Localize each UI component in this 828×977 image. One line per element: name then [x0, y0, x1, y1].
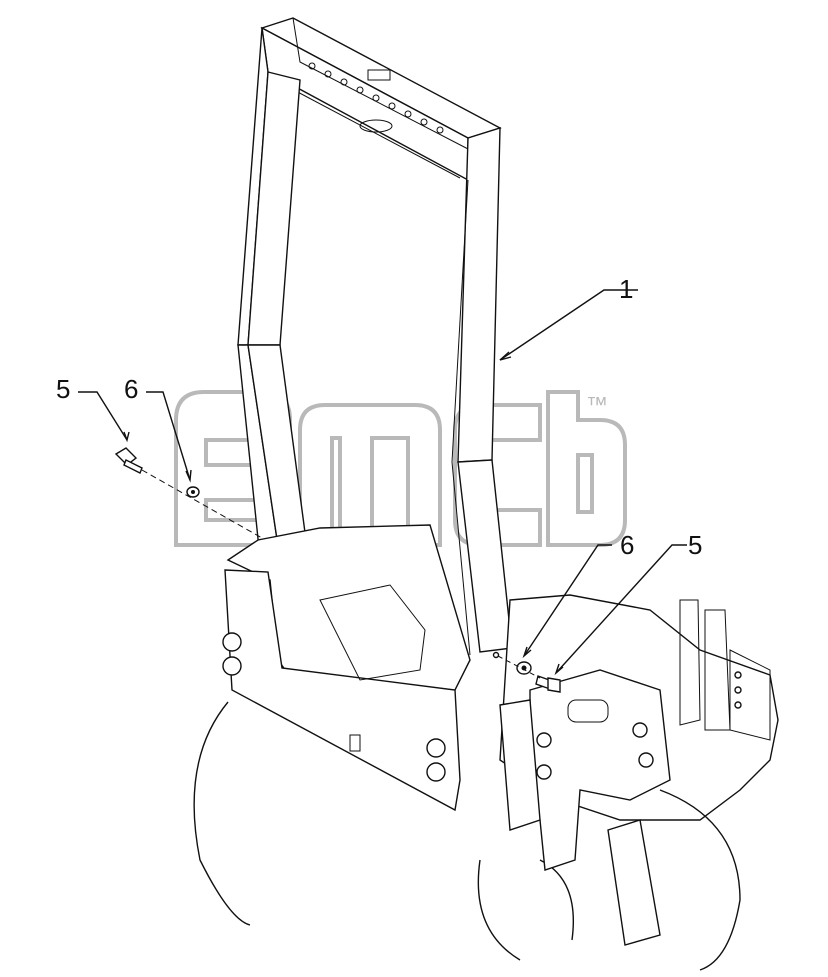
callout-1: 1 [619, 274, 633, 304]
bolt-right [535, 675, 561, 693]
bolt-left [114, 447, 143, 474]
watermark-logo: ™ [174, 390, 627, 547]
callout-6-right: 6 [620, 530, 634, 560]
washer-right [516, 661, 532, 675]
callout-5-left: 5 [56, 374, 70, 404]
trademark-symbol: ™ [586, 392, 608, 417]
drum [193, 701, 741, 971]
assembly-line-right [497, 655, 541, 679]
front-bracket [499, 669, 671, 946]
rollover-frame [237, 17, 513, 661]
assembly-line-left [141, 469, 263, 539]
callout-6-left: 6 [124, 374, 138, 404]
crossbar-holes [308, 62, 444, 134]
callout-5-right: 5 [688, 530, 702, 560]
washer-left [186, 486, 200, 498]
leader-lines [78, 289, 687, 676]
